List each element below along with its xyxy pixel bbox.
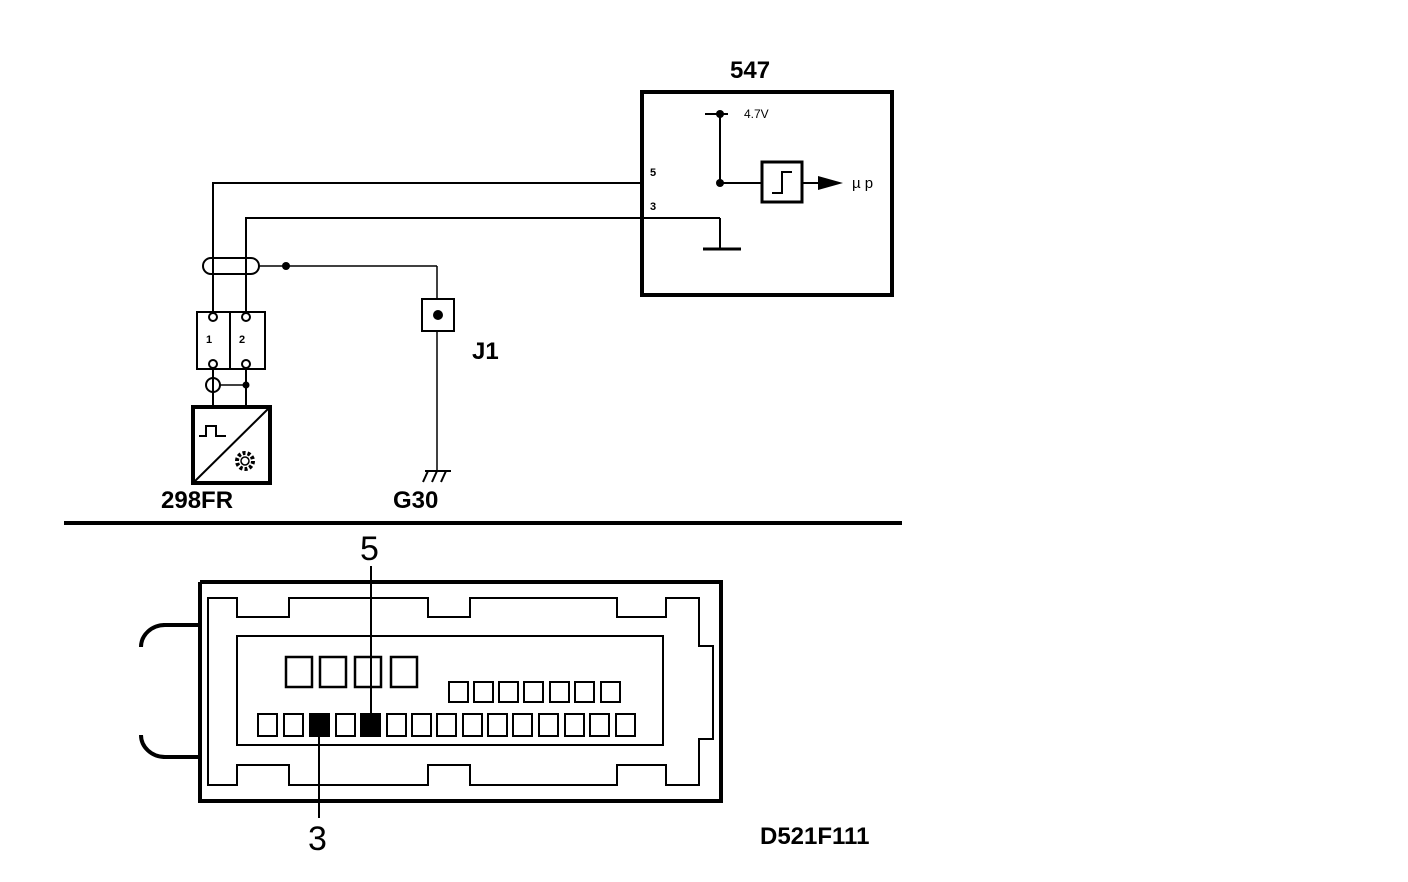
cavity-small xyxy=(411,713,432,737)
cavity-small xyxy=(498,681,519,703)
cavity-small xyxy=(512,713,533,737)
callout-label-3: 3 xyxy=(308,820,327,858)
cavity-small xyxy=(615,713,636,737)
cavity-small xyxy=(257,713,278,737)
sensor-diagonal xyxy=(192,406,271,484)
cavity-field xyxy=(236,635,664,746)
ecu-connector-face: 5 3 xyxy=(139,530,723,858)
shield-loop xyxy=(202,257,260,275)
connector-pin-1-label: 1 xyxy=(206,334,212,346)
cavity-small xyxy=(386,713,407,737)
gear-hub xyxy=(240,456,250,466)
cavity-small xyxy=(564,713,585,737)
cavity-small xyxy=(589,713,610,737)
cavity-small xyxy=(436,713,457,737)
connector-pin-2-label: 2 xyxy=(239,334,245,346)
j1-label: J1 xyxy=(472,338,499,365)
connector-pin-2-bottom xyxy=(241,359,251,369)
cavity-small xyxy=(574,681,595,703)
ground-wire xyxy=(245,217,642,312)
top-row-cavities xyxy=(284,655,419,689)
ground-hatch-2 xyxy=(431,470,438,483)
clip-bottom xyxy=(139,734,200,759)
micro-label: µ p xyxy=(852,175,873,192)
figure-code: D521F111 xyxy=(760,823,869,850)
g30-label: G30 xyxy=(393,487,438,514)
cavity-small xyxy=(335,713,356,737)
ecu-pin-5-label: 5 xyxy=(650,167,656,179)
cavity-small xyxy=(549,681,570,703)
clip-top xyxy=(139,623,200,648)
cavity-pin-3 xyxy=(309,713,330,737)
callout-label-5: 5 xyxy=(360,530,379,568)
connector-pin-1-bottom xyxy=(208,359,218,369)
cavity-small xyxy=(600,681,621,703)
gear-wheel-icon xyxy=(235,451,255,471)
ground-hatch-1 xyxy=(422,470,429,483)
pulse-symbol xyxy=(199,425,226,437)
middle-row-cavities xyxy=(448,681,621,703)
ecu-box xyxy=(640,90,894,297)
cavity-small xyxy=(283,713,304,737)
sensor-label: 298FR xyxy=(161,487,233,514)
cavity-large xyxy=(318,655,348,689)
connector-shell xyxy=(163,580,723,803)
bottom-row-cavities xyxy=(257,713,636,737)
voltage-label: 4.7V xyxy=(744,107,769,121)
cavity-pin-5 xyxy=(360,713,381,737)
j1-dot xyxy=(433,310,443,320)
cavity-small xyxy=(448,681,469,703)
cavity-small xyxy=(487,713,508,737)
trigger-symbol xyxy=(772,171,792,194)
cavity-small xyxy=(523,681,544,703)
sensor-shield-node xyxy=(242,381,250,389)
connector-pin-2-top xyxy=(241,312,251,322)
sensor-connector: 1 2 xyxy=(196,311,266,406)
ecu-label: 547 xyxy=(730,57,770,84)
speed-sensor-298fr: 298FR xyxy=(161,405,272,514)
ground-hatch-3 xyxy=(440,470,447,483)
ground-g30: G30 xyxy=(393,470,451,514)
ecu-pin-3-label: 3 xyxy=(650,201,656,213)
ecu-547: 547 4.7V 5 µ p 3 xyxy=(640,57,894,297)
shield-node xyxy=(282,262,290,270)
connector-pin-1-top xyxy=(208,312,218,322)
signal-wire xyxy=(212,182,642,312)
cavity-large xyxy=(284,655,314,689)
cavity-large xyxy=(353,655,383,689)
cavity-small xyxy=(462,713,483,737)
cavity-large xyxy=(389,655,419,689)
output-arrow xyxy=(818,176,843,190)
junction-j1: J1 xyxy=(421,298,499,365)
cavity-small xyxy=(538,713,559,737)
connector-inner-outline xyxy=(207,597,714,786)
cavity-small xyxy=(473,681,494,703)
